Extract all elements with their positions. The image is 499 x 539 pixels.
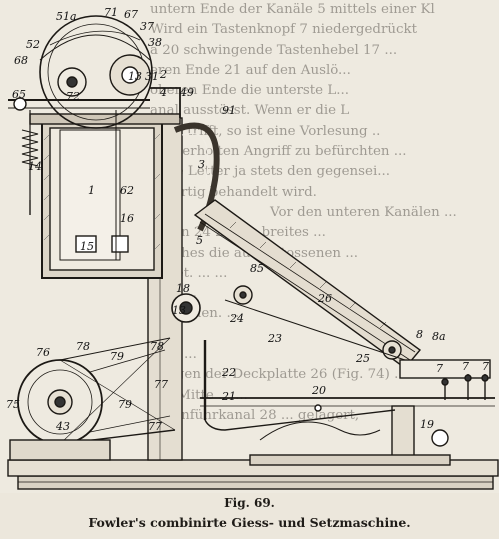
label-79-upper: 79	[110, 350, 124, 363]
label-7-b: 7	[462, 360, 469, 373]
label-7-c: 7	[482, 360, 489, 373]
label-77-upper: 77	[154, 378, 168, 391]
label-1: 1	[88, 184, 95, 197]
figure-title: Fowler's combinirte Giess- und Setzmasch…	[88, 515, 411, 530]
label-62: 62	[120, 184, 134, 197]
label-72: 72	[66, 90, 80, 103]
label-13: 13	[172, 304, 186, 317]
label-7-a: 7	[436, 362, 443, 375]
label-20: 20	[311, 384, 326, 397]
label-51a: 51a	[56, 10, 77, 23]
label-21: 21	[221, 390, 236, 403]
label-78-right: 78	[150, 340, 164, 353]
label-43: 43	[55, 420, 70, 433]
label-79-lower: 79	[118, 398, 132, 411]
label-13-top: 13	[128, 70, 142, 83]
label-67: 67	[124, 8, 138, 21]
label-31: 31	[145, 70, 159, 83]
label-37: 37	[140, 20, 154, 33]
label-8a: 8a	[432, 330, 446, 343]
label-5: 5	[196, 234, 203, 247]
label-76: 76	[36, 346, 50, 359]
label-16: 16	[120, 212, 134, 225]
label-68: 68	[14, 54, 28, 67]
label-78-left: 78	[76, 340, 90, 353]
label-65: 65	[12, 88, 26, 101]
label-4: 4	[159, 86, 167, 99]
label-25: 25	[355, 352, 370, 365]
label-52: 52	[26, 38, 40, 51]
label-15: 15	[80, 240, 94, 253]
label-77-lower: 77	[148, 420, 162, 433]
label-75: 75	[6, 398, 20, 411]
label-3: 3	[198, 158, 205, 171]
label-23: 23	[267, 332, 282, 345]
label-8: 8	[416, 328, 423, 341]
label-49: 49	[179, 86, 194, 99]
label-24: 24	[229, 312, 244, 325]
label-71: 71	[104, 6, 118, 19]
label-91: 91	[222, 104, 236, 117]
label-18: 18	[176, 282, 190, 295]
label-26: 26	[317, 292, 332, 305]
label-19: 19	[420, 418, 434, 431]
label-85: 85	[250, 262, 264, 275]
label-14: 14	[28, 160, 42, 173]
label-2: 2	[159, 68, 167, 81]
label-38: 38	[148, 36, 162, 49]
figure-number: Fig. 69.	[224, 496, 275, 510]
label-22: 22	[221, 366, 236, 379]
